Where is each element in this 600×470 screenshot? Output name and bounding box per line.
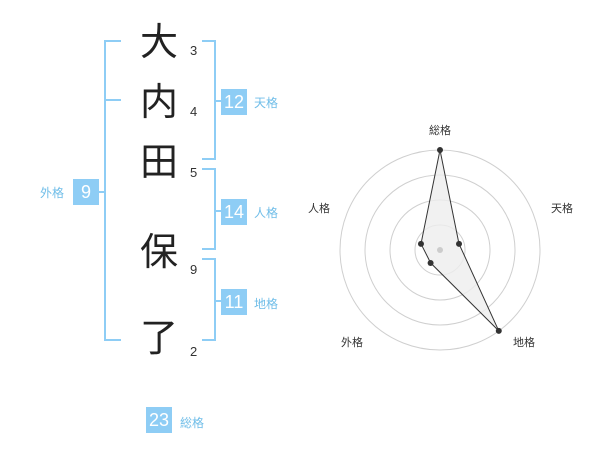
radar-axis-label-soukaku: 総格 bbox=[429, 123, 451, 137]
jinkaku-value: 14 bbox=[221, 199, 247, 225]
radar-shape bbox=[420, 149, 500, 332]
radar-points bbox=[417, 147, 502, 334]
stroke-count-4: 9 bbox=[190, 262, 198, 277]
stroke-count-1: 3 bbox=[190, 43, 198, 58]
name-char-5: 了 bbox=[139, 316, 178, 360]
jinkaku-label: 人格 bbox=[254, 206, 279, 220]
name-char-3: 田 bbox=[139, 140, 178, 184]
radar-point-3 bbox=[427, 259, 434, 266]
tenkaku-label: 天格 bbox=[254, 96, 279, 110]
radar-point-4 bbox=[417, 240, 424, 247]
soukaku-value: 23 bbox=[146, 407, 172, 433]
radar-center-dot bbox=[437, 247, 443, 253]
gaikaku-label: 外格 bbox=[40, 186, 65, 200]
radar-axis-label-tenkaku: 天格 bbox=[551, 201, 573, 215]
radar-axis-label-chikaku: 地格 bbox=[513, 335, 535, 349]
radar-axis-label-gaikaku: 外格 bbox=[341, 335, 363, 349]
tenkaku-value: 12 bbox=[221, 89, 247, 115]
stroke-count-5: 2 bbox=[190, 344, 198, 359]
name-char-4: 保 bbox=[139, 230, 178, 274]
radar-point-1 bbox=[456, 240, 463, 247]
radar-axis-label-jinkaku: 人格 bbox=[308, 201, 330, 215]
radar-point-0 bbox=[437, 147, 443, 153]
chikaku-label: 地格 bbox=[254, 297, 279, 311]
name-char-1: 大 bbox=[139, 20, 178, 64]
radar-point-2 bbox=[495, 327, 502, 334]
name-char-2: 内 bbox=[139, 80, 178, 124]
soukaku-label: 総格 bbox=[180, 416, 205, 430]
gaikaku-value: 9 bbox=[73, 179, 99, 205]
stroke-count-2: 4 bbox=[190, 104, 198, 119]
chikaku-value: 11 bbox=[221, 289, 247, 315]
radar-chart: 総格 天格 地格 外格 人格 bbox=[308, 123, 573, 351]
stroke-count-3: 5 bbox=[190, 165, 198, 180]
